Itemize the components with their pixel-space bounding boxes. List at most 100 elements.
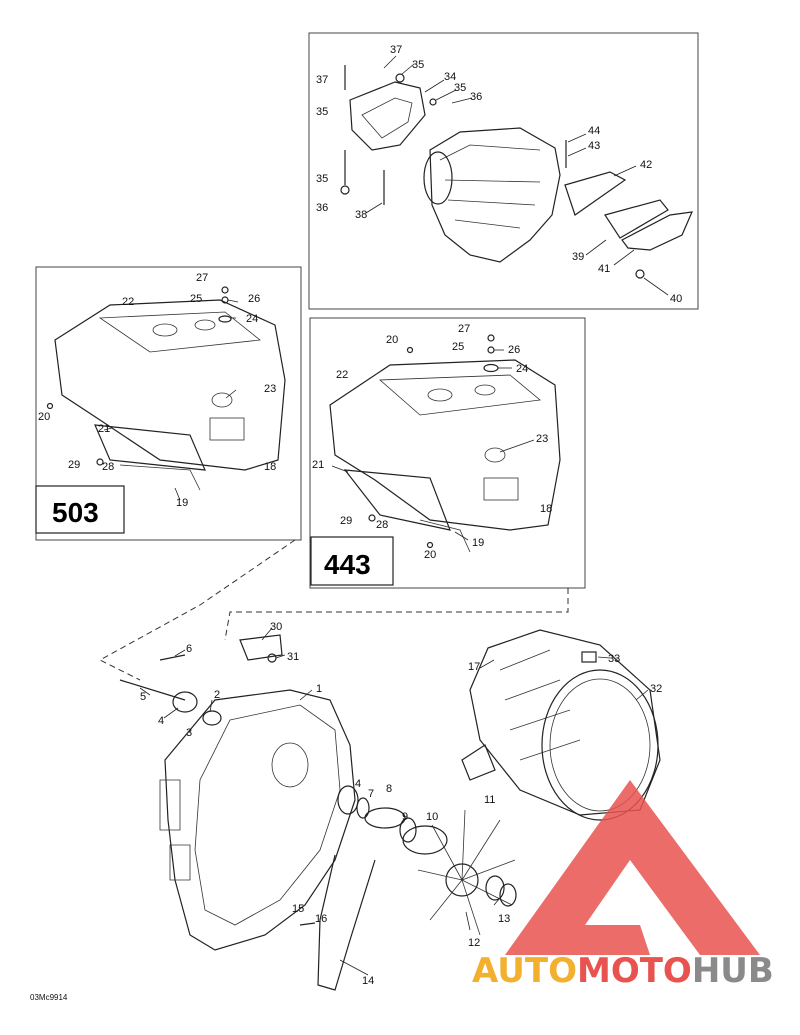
callout-37: 37: [390, 44, 402, 56]
callout-13: 13: [498, 913, 510, 925]
cover-443-plate: [483, 477, 519, 501]
intake-silencer-inset: 37 37 35 35 34 35 36 35 36 38 44 43 42 3…: [308, 32, 699, 310]
clamp-30: [239, 634, 283, 661]
callout-10: 10: [426, 811, 438, 823]
cover-443-inset: 443 27 20 25 26 24 22 23 21 18 29 28 19 …: [309, 317, 586, 589]
washer-28: [96, 458, 104, 466]
watermark-word-hub: HUB: [692, 951, 774, 991]
callout-17: 17: [468, 661, 480, 673]
screw-15: [299, 922, 316, 926]
callout-29: 29: [340, 515, 352, 527]
cover-503-inset: 503 27 25 26 24 22 23 20 21 29 28 18 19: [35, 266, 302, 541]
watermark-triangle-icon: [505, 780, 760, 955]
callout-21: 21: [312, 459, 324, 471]
model-503-box: [35, 485, 125, 534]
washer-28: [368, 514, 376, 522]
callout-11: 11: [484, 794, 495, 806]
grommet-23: [484, 447, 506, 463]
callout-26: 26: [248, 293, 260, 305]
callout-3: 3: [186, 727, 192, 739]
grommet-24: [218, 315, 232, 323]
washer-25: [487, 346, 495, 354]
cover-443-port: [427, 388, 453, 402]
callout-27: 27: [458, 323, 470, 335]
callout-29: 29: [68, 459, 80, 471]
callout-20: 20: [38, 411, 50, 423]
pin-6: [159, 654, 186, 661]
callout-32: 32: [650, 683, 662, 695]
callout-25: 25: [190, 293, 202, 305]
fan-ring-32: [541, 669, 659, 821]
callout-34: 34: [444, 71, 456, 83]
callout-44: 44: [588, 125, 600, 137]
callout-31: 31: [287, 651, 299, 663]
svg-text:AUTOMOTOHUB: AUTOMOTOHUB: [472, 951, 774, 991]
diagram-reference-code: 03Mc9914: [30, 993, 68, 1002]
housing-boss: [271, 742, 309, 788]
nut-36-lower: [340, 185, 350, 195]
screw-31: [267, 653, 277, 663]
intake-bracket-upper: [564, 171, 627, 216]
callout-33: 33: [608, 653, 620, 665]
screw-20: [406, 346, 414, 354]
fan-ring-32-inner: [549, 678, 651, 812]
screw-27: [487, 334, 495, 342]
intake-guard: [621, 211, 693, 251]
callout-38: 38: [355, 209, 367, 221]
callout-40: 40: [670, 293, 682, 305]
grommet-24: [483, 363, 499, 373]
model-443-label: 443: [324, 549, 371, 580]
intake-bracket-middle: [604, 199, 669, 239]
intake-silencer-frame: [308, 32, 699, 310]
nut-13: [499, 883, 517, 907]
callout-30: 30: [270, 621, 282, 633]
bracket-21: [343, 469, 451, 531]
callout-8: 8: [386, 783, 392, 795]
connector-443: [224, 588, 569, 641]
watermark-word-moto: MOTO: [577, 951, 692, 991]
intake-horn-opening: [361, 97, 413, 139]
cover-503-port: [152, 323, 178, 337]
cover-443-body: [329, 359, 561, 531]
callout-5: 5: [140, 691, 146, 703]
cover-443-frame: [309, 317, 586, 589]
intake-silencer-body: [429, 127, 561, 263]
grommet-23: [211, 392, 233, 408]
callout-18: 18: [540, 503, 552, 515]
bearing-4: [172, 691, 198, 713]
bushing-9: [399, 817, 417, 843]
callout-16: 16: [315, 913, 327, 925]
callout-22: 22: [122, 296, 134, 308]
callout-35: 35: [316, 106, 328, 118]
strap-19: [419, 519, 471, 553]
screw-27: [221, 286, 229, 294]
intake-horn: [349, 81, 426, 151]
silencer-ribs: [439, 144, 541, 229]
cover-503-plate: [209, 417, 245, 441]
callout-23: 23: [264, 383, 276, 395]
callout-42: 42: [640, 159, 652, 171]
callout-37: 37: [316, 74, 328, 86]
callout-35: 35: [316, 173, 328, 185]
cover-443-top-panel: [378, 374, 541, 416]
callout-28: 28: [376, 519, 388, 531]
silencer-inlet: [423, 151, 453, 205]
callout-41: 41: [598, 263, 610, 275]
cowl-fins: [499, 649, 581, 761]
callout-2: 2: [214, 689, 220, 701]
seal-2: [202, 710, 222, 726]
callout-43: 43: [588, 140, 600, 152]
clip-40: [635, 269, 645, 279]
callout-21: 21: [98, 423, 110, 435]
cover-503-port: [194, 319, 216, 331]
callout-7: 7: [368, 788, 374, 800]
callout-35: 35: [412, 59, 424, 71]
callout-25: 25: [452, 341, 464, 353]
callout-39: 39: [572, 251, 584, 263]
callout-14: 14: [362, 975, 374, 987]
callout-24: 24: [516, 363, 528, 375]
fan-housing-inner: [194, 704, 341, 926]
callout-27: 27: [196, 272, 208, 284]
belt-14: [317, 854, 376, 991]
